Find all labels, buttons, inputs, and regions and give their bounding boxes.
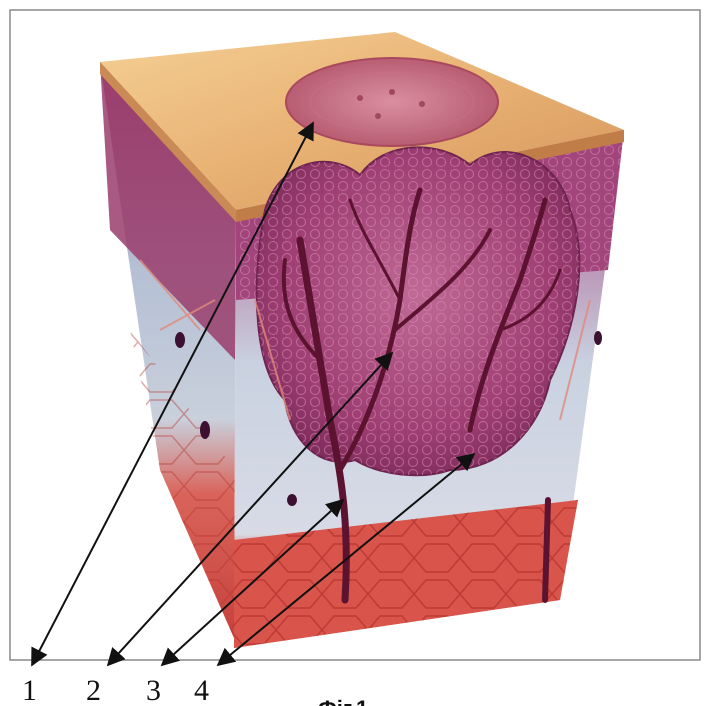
label-4: 4 — [194, 674, 209, 706]
label-2: 2 — [86, 674, 101, 706]
figure-caption: Фіг.1 — [318, 696, 368, 706]
label-3: 3 — [146, 674, 161, 706]
label-1: 1 — [22, 674, 37, 706]
surface-lesion — [286, 58, 498, 146]
